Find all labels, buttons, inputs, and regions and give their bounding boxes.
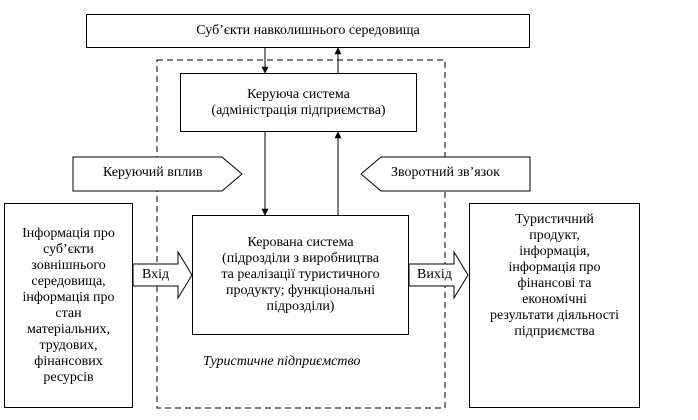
managed-system-box: Керована система (підрозділи з виробницт… [192,215,409,335]
input-info-box: Інформація про суб’єкти зовнішнього сере… [4,203,133,408]
enterprise-caption: Туристичне підприємство [203,354,361,369]
output-info-line: результати діяльності [490,308,619,323]
input-info-line: трудових, [39,337,98,353]
managing-system-box: Керуюча система (адміністрація підприємс… [180,73,417,132]
control-signal-label: Керуючий вплив [103,165,203,180]
output-info-box: Туристичний продукт, інформація, інформа… [469,203,640,408]
input-info-line: інформація про [22,289,115,305]
feedback-signal-label: Зворотний зв’язок [391,165,500,180]
output-arrow [408,250,469,300]
managing-system-line: (адміністрація підприємства) [211,102,386,118]
output-arrow-label: Вихід [417,267,452,282]
input-info-line: Інформація про [22,225,115,241]
output-info-line: фінансові та [517,276,592,291]
control-signal-arrow [72,156,243,192]
input-info-line: фінансових [34,353,103,369]
input-info-line: середовища, [31,273,106,289]
input-info-line: суб’єкти [43,241,94,257]
input-arrow-label: Вхід [142,267,170,282]
input-info-line: матеріальних, [26,321,111,337]
output-info-line: економічні [522,292,587,307]
output-info-line: інформація про [508,260,601,275]
output-info-line: продукт, [529,228,580,243]
managed-system-line: продукту; функціональні [226,283,375,298]
input-info-line: зовнішнього [31,257,106,273]
managed-system-line: підрозділи) [266,299,335,314]
input-info-line: ресурсів [43,369,94,385]
output-info-line: підприємства [514,324,595,339]
managing-system-line: Керуюча система [247,86,350,102]
managed-system-line: та реалізації туристичного [221,267,380,282]
input-info-line: стан [55,305,82,321]
input-arrow [132,250,193,300]
environment-label: Суб’єкти навколишнього середовища [196,23,420,38]
feedback-signal-arrow [360,156,531,192]
managed-system-line: Керована система [247,235,354,250]
output-info-line: інформація, [519,244,590,259]
enterprise-boundary [156,59,446,409]
output-info-line: Туристичний [515,212,594,227]
managed-system-line: (підрозділи з виробництва [222,251,379,266]
environment-box: Суб’єкти навколишнього середовища [86,14,530,48]
